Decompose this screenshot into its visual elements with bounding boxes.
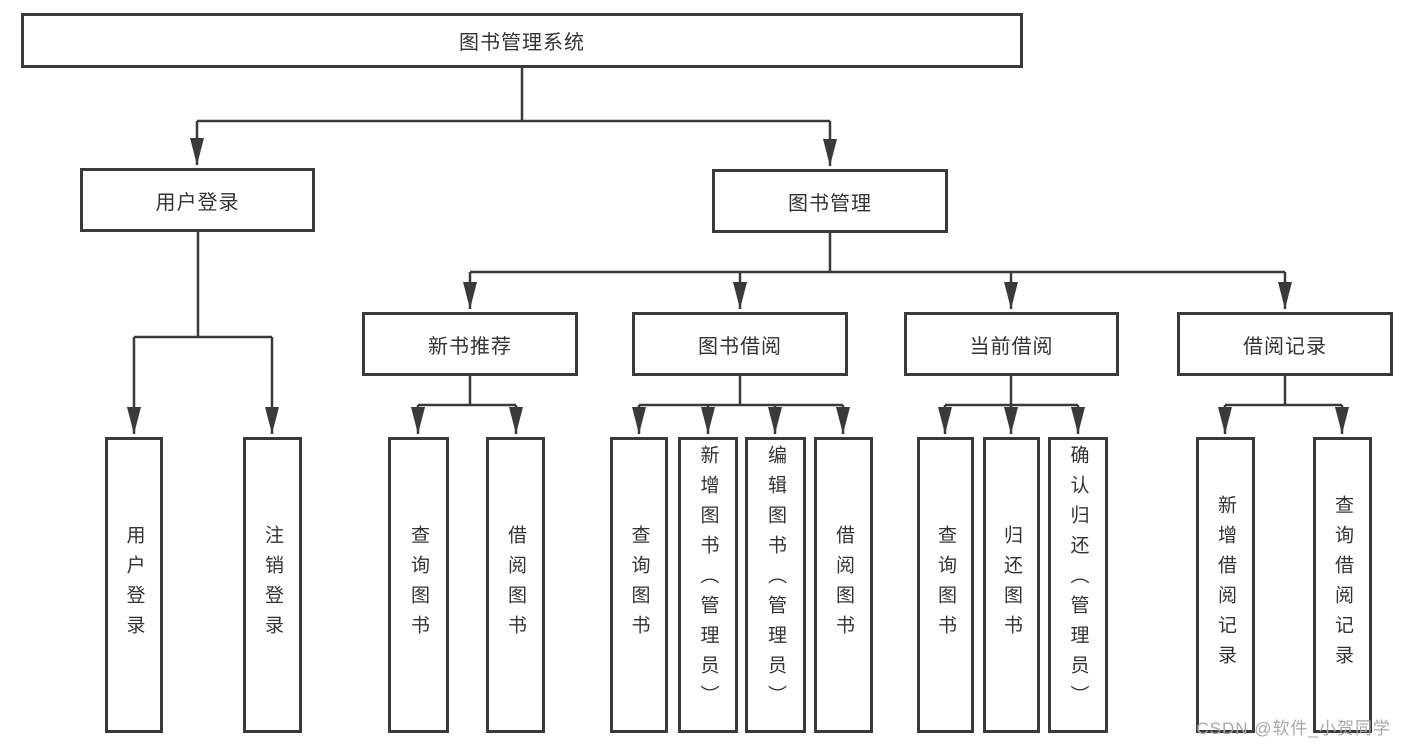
node-loan-records: 借阅记录 — [1177, 312, 1393, 376]
node-book-management: 图书管理 — [712, 169, 948, 233]
leaf-query-books: 查询图书 — [917, 437, 974, 733]
node-label: 新书推荐 — [428, 335, 512, 358]
node-library-management-system: 图书管理系统 — [21, 13, 1023, 68]
leaf-add-loan-record: 新增借阅记录 — [1196, 437, 1255, 733]
leaf-label: 查询图书 — [935, 525, 956, 645]
leaf-label: 确认归还（管理员） — [1067, 445, 1089, 715]
leaf-label: 借阅图书 — [833, 525, 854, 645]
node-user-login: 用户登录 — [80, 168, 315, 232]
leaf-edit-books-admin: 编辑图书（管理员） — [745, 437, 806, 733]
leaf-borrow-books: 借阅图书 — [486, 437, 545, 733]
leaf-query-books: 查询图书 — [610, 437, 668, 733]
leaf-query-loan-record: 查询借阅记录 — [1313, 437, 1372, 733]
leaf-query-books: 查询图书 — [388, 437, 449, 733]
node-new-book-recommend: 新书推荐 — [362, 312, 578, 376]
leaf-label: 归还图书 — [1001, 525, 1022, 645]
leaf-label: 查询借阅记录 — [1332, 495, 1353, 675]
node-current-loan: 当前借阅 — [904, 312, 1119, 376]
leaf-label: 查询图书 — [408, 525, 429, 645]
node-book-borrow: 图书借阅 — [632, 312, 848, 376]
node-label: 图书管理系统 — [459, 32, 585, 54]
leaf-return-books: 归还图书 — [983, 437, 1040, 733]
csdn-watermark: CSDN @软件_小贺同学 — [1196, 719, 1391, 738]
leaf-borrow-books: 借阅图书 — [814, 437, 873, 733]
node-label: 借阅记录 — [1243, 335, 1327, 358]
leaf-label: 注销登录 — [262, 525, 283, 645]
node-label: 当前借阅 — [969, 335, 1054, 358]
leaf-logout: 注销登录 — [243, 437, 302, 733]
leaf-label: 查询图书 — [628, 525, 650, 645]
node-label: 图书管理 — [788, 192, 872, 215]
node-label: 图书借阅 — [698, 335, 782, 358]
node-label: 用户登录 — [155, 191, 240, 214]
leaf-label: 新增借阅记录 — [1215, 495, 1236, 675]
leaf-label: 借阅图书 — [505, 525, 526, 645]
leaf-user-login: 用户登录 — [105, 437, 163, 733]
leaf-label: 编辑图书（管理员） — [765, 445, 786, 715]
leaf-label: 新增图书（管理员） — [697, 445, 719, 715]
leaf-confirm-return-admin: 确认归还（管理员） — [1048, 437, 1108, 733]
leaf-add-books-admin: 新增图书（管理员） — [678, 437, 738, 733]
leaf-label: 用户登录 — [123, 525, 145, 645]
